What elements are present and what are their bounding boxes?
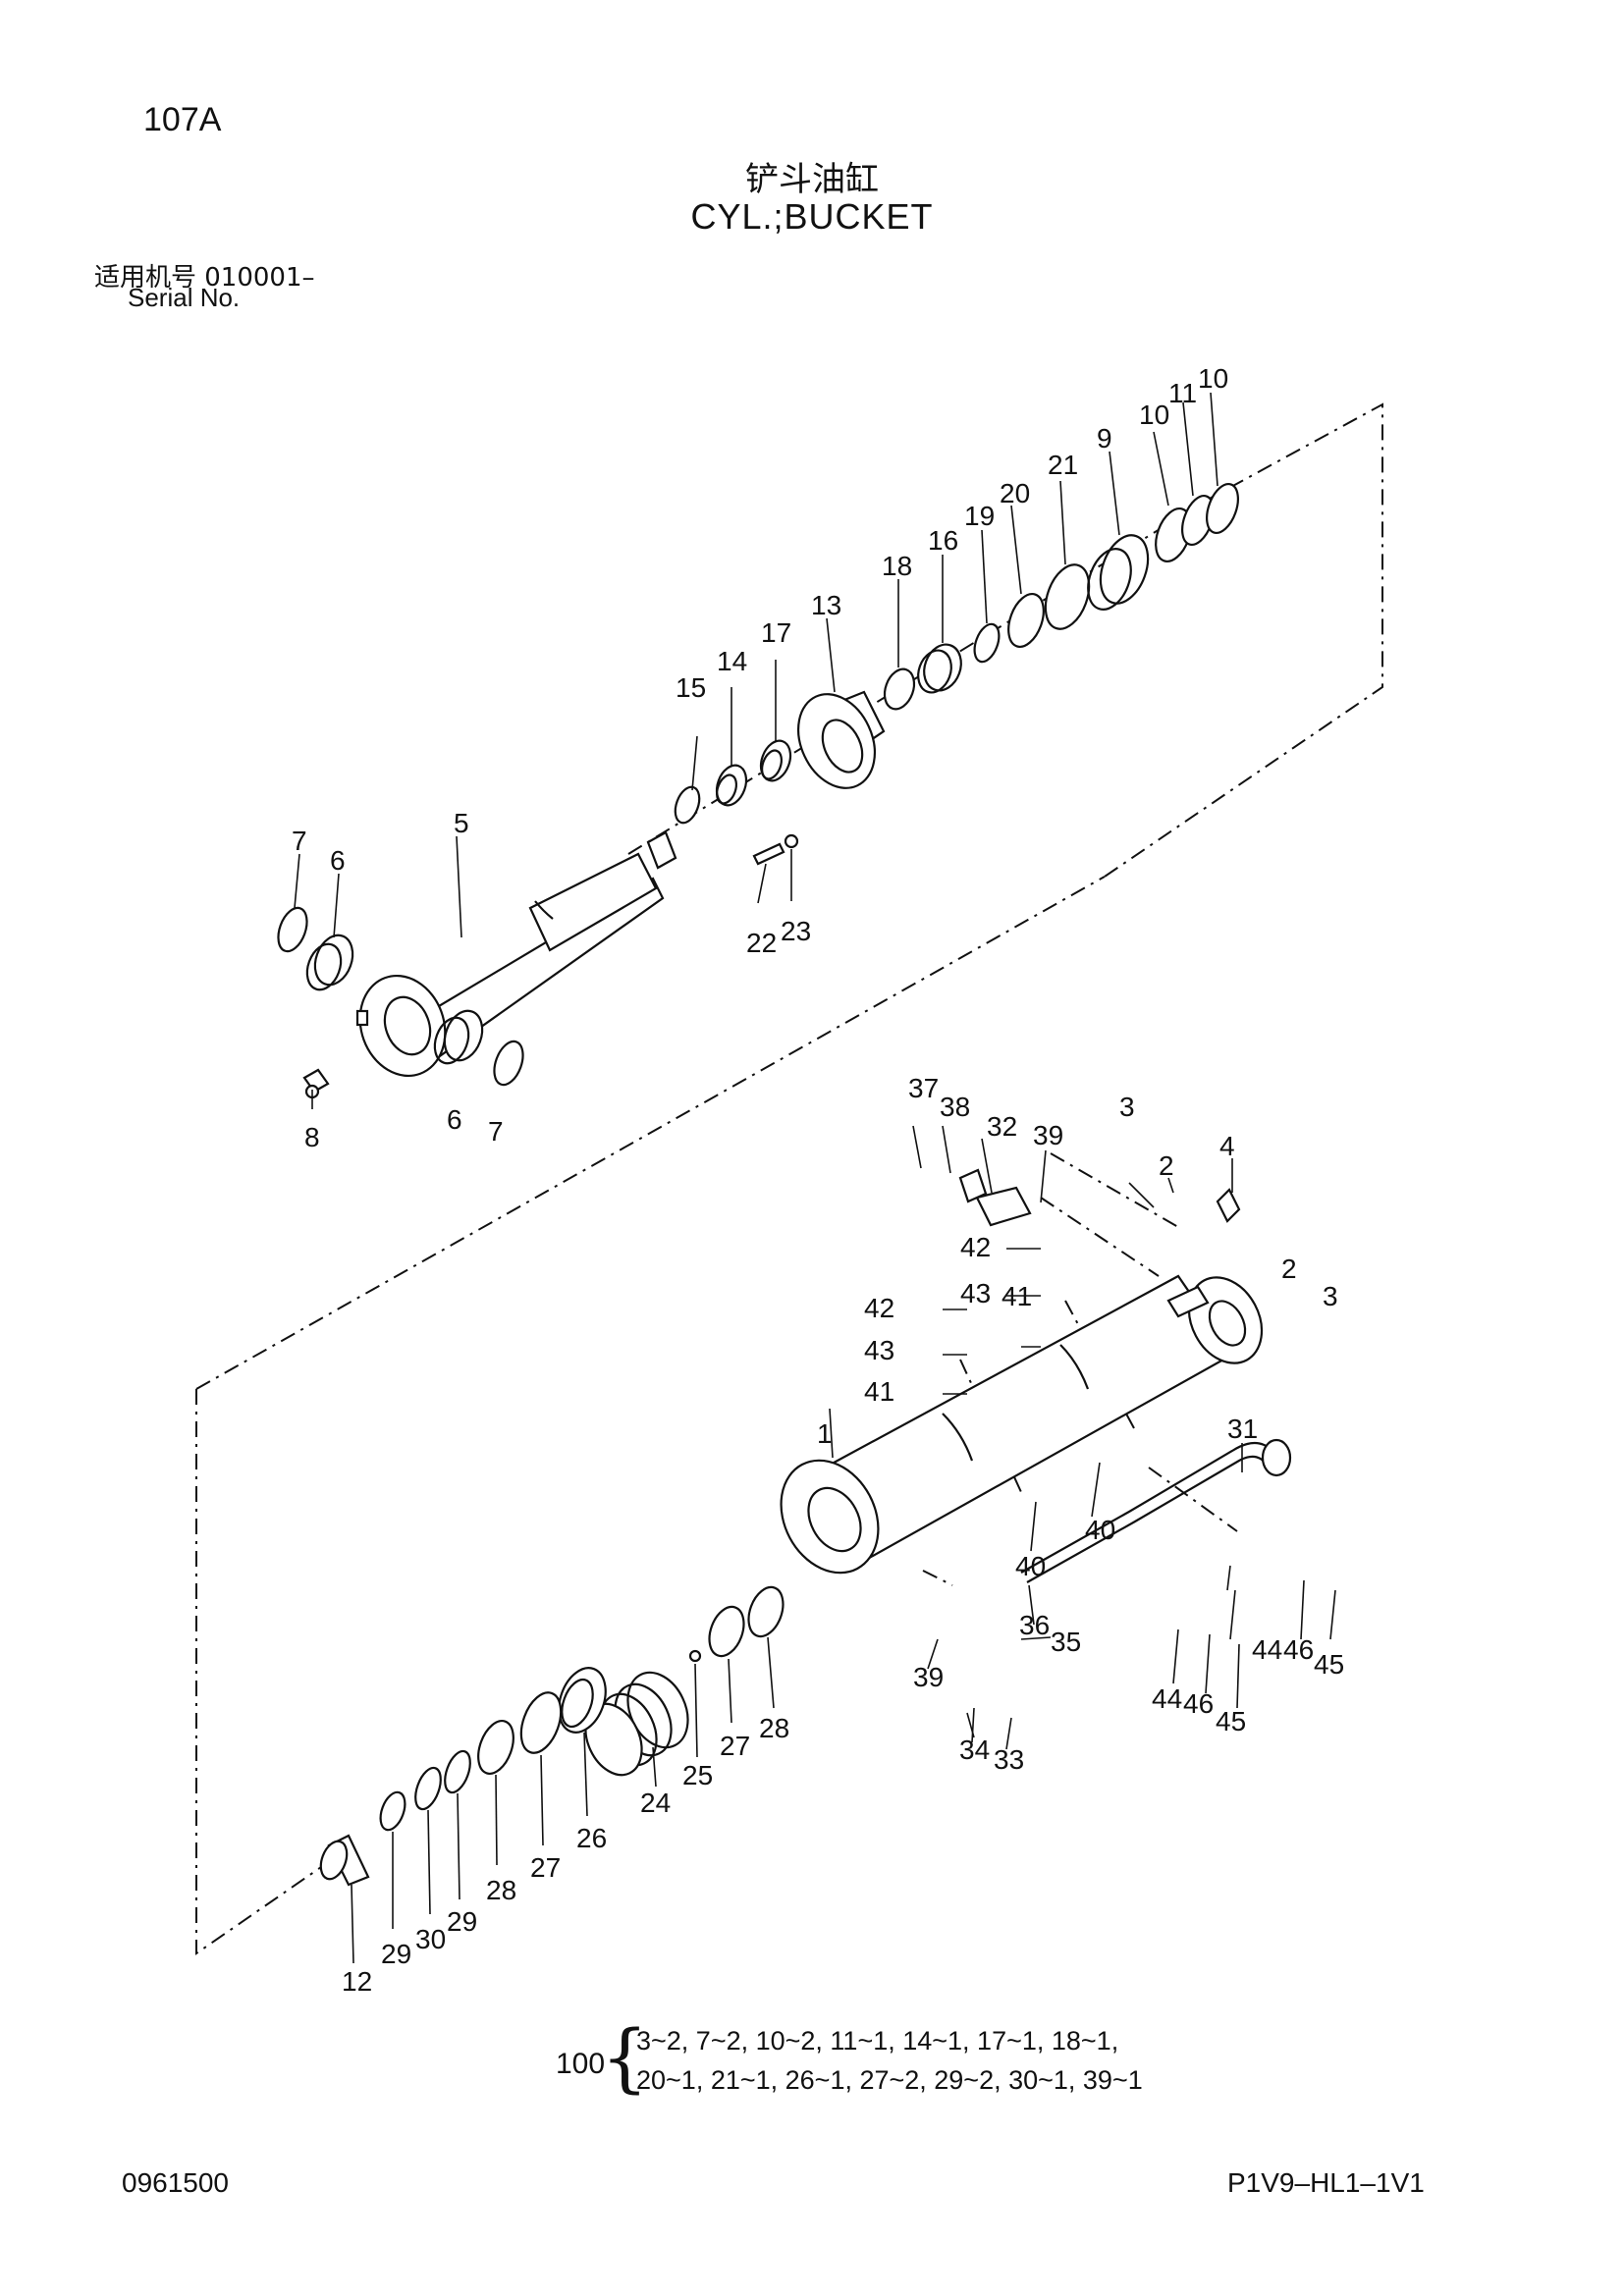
callout-42b: 42 <box>864 1293 894 1323</box>
callout-24: 24 <box>640 1788 671 1818</box>
callout-45b: 45 <box>1216 1706 1246 1736</box>
pipe-connection-line <box>1050 1152 1179 1228</box>
piston <box>584 1671 689 1777</box>
boundary-rod-group <box>1104 402 1383 878</box>
callout-29: 29 <box>381 1939 411 1969</box>
callout-28: 28 <box>486 1875 516 1905</box>
part-callouts: 1 2 2 3 3 4 5 6 6 7 7 8 9 10 10 11 12 13… <box>292 363 1344 1997</box>
serial-label-english: Serial No. <box>128 283 241 312</box>
callout-43: 43 <box>960 1278 991 1308</box>
callout-31: 31 <box>1227 1414 1258 1444</box>
callout-42: 42 <box>960 1232 991 1262</box>
callout-3b: 3 <box>1323 1281 1338 1311</box>
elbow <box>1216 1188 1241 1223</box>
footer-figure-code: P1V9–HL1–1V1 <box>1227 2167 1425 2198</box>
seal-kit-number: 100 <box>556 2048 606 2080</box>
head-seals <box>674 483 1239 825</box>
callout-40b: 40 <box>1015 1551 1046 1581</box>
callout-44: 44 <box>1252 1634 1282 1665</box>
pipe-connection-line-2 <box>922 1570 953 1586</box>
callout-6b: 6 <box>447 1104 462 1135</box>
callout-40: 40 <box>1085 1515 1115 1545</box>
callout-9: 9 <box>1097 423 1112 454</box>
callout-10: 10 <box>1139 400 1169 430</box>
callout-30: 30 <box>415 1924 446 1954</box>
callout-29b: 29 <box>447 1906 477 1937</box>
seal-kit-brace: { <box>601 2013 649 2101</box>
leader-lines <box>294 392 1336 1964</box>
callout-6: 6 <box>330 845 346 876</box>
callout-3: 3 <box>1119 1092 1135 1122</box>
callout-10b: 10 <box>1198 363 1228 394</box>
pin-flange <box>958 1168 1032 1227</box>
callout-46: 46 <box>1283 1634 1314 1665</box>
callout-8: 8 <box>304 1122 320 1152</box>
callout-20: 20 <box>1000 478 1030 508</box>
piston-seals <box>319 1585 785 1887</box>
callout-46b: 46 <box>1183 1688 1214 1719</box>
callout-7b: 7 <box>488 1116 504 1147</box>
seal-kit-line-2: 20~1, 21~1, 26~1, 27~2, 29~2, 30~1, 39~1 <box>636 2065 1143 2095</box>
callout-28b: 28 <box>759 1713 789 1743</box>
callout-39: 39 <box>1033 1120 1063 1150</box>
seal-kit-line-1: 3~2, 7~2, 10~2, 11~1, 14~1, 17~1, 18~1, <box>636 2026 1119 2056</box>
callout-16: 16 <box>928 525 958 556</box>
footer-part-number: 0961500 <box>122 2167 230 2198</box>
callout-32: 32 <box>987 1111 1017 1142</box>
callout-2: 2 <box>1159 1150 1174 1181</box>
callout-39b: 39 <box>913 1662 944 1692</box>
bushing-rings-rod <box>277 906 524 1087</box>
callout-41: 41 <box>1001 1281 1032 1311</box>
title-chinese: 铲斗油缸 <box>745 160 879 199</box>
boundary-left <box>195 1389 325 1955</box>
pin-connection-line <box>1040 1197 1160 1277</box>
boundary-tube-group <box>195 876 1106 1390</box>
title-english: CYL.;BUCKET <box>690 196 934 237</box>
callout-13: 13 <box>811 590 841 620</box>
callout-27: 27 <box>530 1852 561 1883</box>
callout-4: 4 <box>1219 1131 1235 1161</box>
callout-44b: 44 <box>1152 1683 1182 1714</box>
callout-1: 1 <box>817 1418 833 1449</box>
page-id: 107A <box>143 101 222 138</box>
callout-14: 14 <box>717 646 747 676</box>
callout-21: 21 <box>1048 450 1078 480</box>
pipe <box>1020 1438 1292 1583</box>
callout-18: 18 <box>882 551 912 581</box>
callout-33: 33 <box>994 1744 1024 1775</box>
callout-19: 19 <box>964 501 995 531</box>
callout-37: 37 <box>908 1073 939 1103</box>
callout-25: 25 <box>682 1760 713 1790</box>
callout-36: 36 <box>1019 1610 1050 1640</box>
callout-5: 5 <box>454 808 469 838</box>
head-bolt <box>752 833 799 866</box>
callout-22: 22 <box>746 928 777 958</box>
hose-connection-line <box>1148 1467 1238 1532</box>
callout-11: 11 <box>1168 378 1197 408</box>
callout-38: 38 <box>940 1092 970 1122</box>
callout-17: 17 <box>761 617 791 648</box>
callout-2b: 2 <box>1281 1254 1297 1284</box>
callout-35: 35 <box>1051 1627 1081 1657</box>
callout-45: 45 <box>1314 1649 1344 1680</box>
callout-15: 15 <box>676 672 706 703</box>
callout-43b: 43 <box>864 1335 894 1365</box>
callout-7: 7 <box>292 826 307 856</box>
callout-27b: 27 <box>720 1731 750 1761</box>
callout-34: 34 <box>959 1735 990 1765</box>
cylinder-tube <box>780 1274 1264 1575</box>
callout-41b: 41 <box>864 1376 894 1407</box>
callout-26: 26 <box>576 1823 607 1853</box>
callout-12: 12 <box>342 1966 372 1997</box>
cylinder-head <box>797 690 886 789</box>
callout-23: 23 <box>781 916 811 946</box>
grease-nipple <box>302 1068 330 1099</box>
serial-label-chinese: 适用机号 010001– <box>94 263 315 293</box>
